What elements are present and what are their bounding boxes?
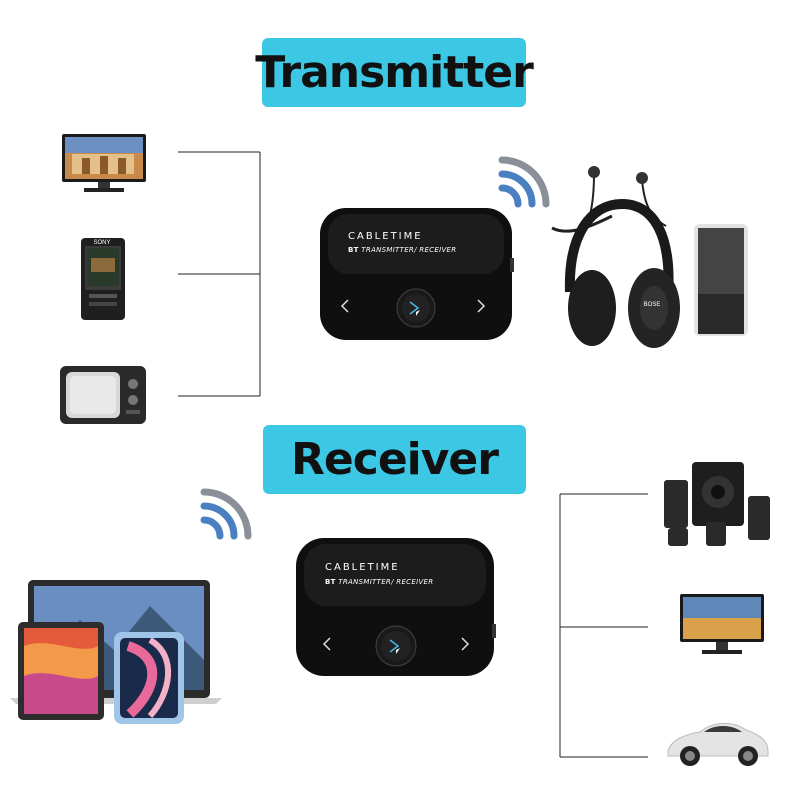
headphones-icon — [551, 166, 748, 348]
wifi-signal-icon — [498, 156, 550, 208]
transmitter-banner: Transmitter — [255, 38, 534, 107]
device-label-prefix-bottom: BT — [325, 578, 336, 586]
retro-tv-icon — [60, 366, 146, 424]
car-icon — [667, 723, 769, 766]
laptop-tablet-phone-icon — [10, 580, 222, 724]
mp3-brand-label: SONY — [93, 240, 111, 246]
monitor-icon — [62, 134, 146, 192]
bluetooth-device-transmitter — [320, 208, 514, 340]
mp3-player-icon — [81, 238, 125, 320]
receiver-banner: Receiver — [263, 425, 526, 494]
speaker-system-icon — [664, 462, 770, 546]
wifi-signal-icon-receiver — [200, 488, 252, 540]
bluetooth-device-receiver — [296, 538, 496, 676]
device-label-text-bottom: TRANSMITTER/ RECEIVER — [338, 578, 434, 586]
device-brand-top: CABLETIME — [348, 231, 423, 242]
receiver-title: Receiver — [291, 434, 499, 485]
device-label-prefix-top: BT — [348, 246, 359, 254]
device-label-top: BT TRANSMITTER/ RECEIVER — [348, 246, 456, 254]
device-brand-bottom: CABLETIME — [325, 562, 400, 573]
monitor-icon-receiver — [680, 594, 764, 654]
transmitter-title: Transmitter — [255, 47, 534, 98]
device-label-text-top: TRANSMITTER/ RECEIVER — [361, 246, 457, 254]
device-label-bottom: BT TRANSMITTER/ RECEIVER — [325, 578, 433, 586]
headphone-brand-logo: BOSE — [643, 302, 661, 308]
